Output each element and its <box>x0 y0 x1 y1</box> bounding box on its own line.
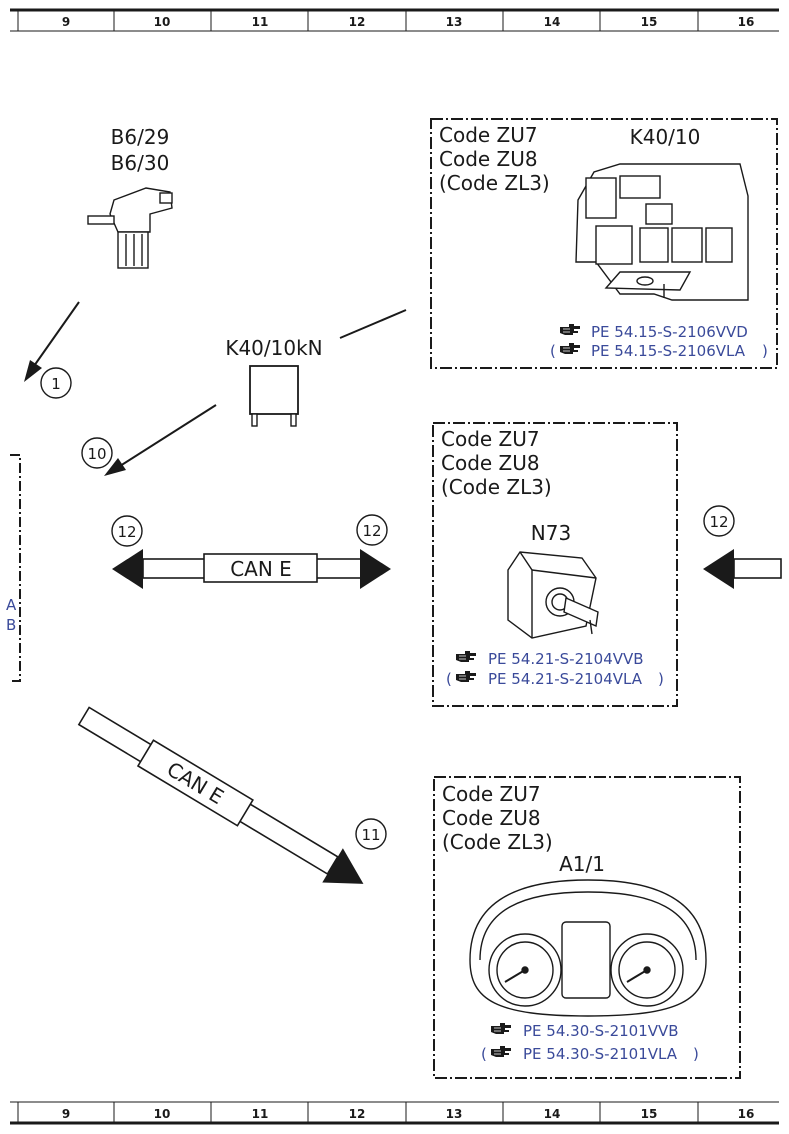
k40-10-code-1: Code ZU7 <box>439 123 538 147</box>
wire-to-connector-10 <box>104 404 217 476</box>
can-e-bus-diagonal: CAN E <box>77 706 364 884</box>
pointing-hand-icon <box>455 670 477 683</box>
a1-1-code-3: (Code ZL3) <box>442 830 553 854</box>
ruler-bottom-col-12: 12 <box>349 1107 366 1121</box>
connector-11-label: 11 <box>361 826 380 844</box>
sensor-icon <box>87 187 173 269</box>
k40-10-ref-2-text: PE 54.15-S-2106VLA <box>591 342 746 360</box>
ignition-switch-icon <box>507 551 599 639</box>
a1-1-label: A1/1 <box>559 852 605 876</box>
ruler-top-col-12: 12 <box>349 15 366 29</box>
k40-10-code-2: Code ZU8 <box>439 147 538 171</box>
wire-to-connector-1 <box>24 301 80 382</box>
relay-icon <box>249 365 299 415</box>
k40-10-ref-2-paren-close: ) <box>762 342 768 360</box>
k40-10-ref-2: ( PE 54.15-S-2106VLA ) <box>550 342 768 360</box>
a1-1-code-2: Code ZU8 <box>442 806 541 830</box>
fuse-box-icon <box>575 163 749 301</box>
k40-10-ref-1: PE 54.15-S-2106VVD <box>559 323 748 341</box>
left-edge-fragment-a: A <box>6 596 17 614</box>
camshaft-sensor-b6: B6/29 B6/30 <box>87 125 173 269</box>
n73-label: N73 <box>531 521 571 545</box>
instrument-cluster-icon <box>469 879 707 1017</box>
connector-10: 10 <box>81 437 113 469</box>
relay-k40-10kn: K40/10kN <box>225 309 407 427</box>
a1-1-ref-1-text: PE 54.30-S-2101VVB <box>523 1022 679 1040</box>
a1-1-ref-1: PE 54.30-S-2101VVB <box>490 1022 679 1040</box>
bus-arrow-diagonal <box>322 848 364 884</box>
bus-arrow-right-stub <box>703 549 734 589</box>
n73-code-1: Code ZU7 <box>441 427 540 451</box>
n73-ref-1-text: PE 54.21-S-2104VVB <box>488 650 644 668</box>
k40-10-label: K40/10 <box>630 125 701 149</box>
k40-10-ref-1-text: PE 54.15-S-2106VVD <box>591 323 748 341</box>
connector-11: 11 <box>355 818 387 850</box>
a1-1-ref-2: ( PE 54.30-S-2101VLA ) <box>481 1045 699 1063</box>
ruler-bottom-col-10: 10 <box>154 1107 171 1121</box>
n73-code-2: Code ZU8 <box>441 451 540 475</box>
can-e-label: CAN E <box>230 557 292 581</box>
a1-1-ref-2-text: PE 54.30-S-2101VLA <box>523 1045 678 1063</box>
n73-box: Code ZU7 Code ZU8 (Code ZL3) N73 PE 54.2… <box>432 422 678 707</box>
pointing-hand-icon <box>455 650 477 663</box>
bus-arrow-right <box>360 549 391 589</box>
ruler-bottom-col-14: 14 <box>544 1107 561 1121</box>
n73-ref-2: ( PE 54.21-S-2104VLA ) <box>446 670 664 688</box>
ruler-bottom-col-16: 16 <box>738 1107 755 1121</box>
n73-code-3: (Code ZL3) <box>441 475 552 499</box>
a1-1-ref-2-paren-close: ) <box>693 1045 699 1063</box>
ruler-top-col-9: 9 <box>62 15 70 29</box>
pointing-hand-icon <box>490 1022 512 1035</box>
n73-ref-1: PE 54.21-S-2104VVB <box>455 650 644 668</box>
b6-label-line1: B6/29 <box>111 125 170 149</box>
k40-10-ref-2-paren-open: ( <box>550 342 556 360</box>
a1-1-box: Code ZU7 Code ZU8 (Code ZL3) A1/1 PE 54.… <box>433 776 741 1079</box>
connector-12-right-label: 12 <box>709 513 728 531</box>
ruler-top-col-15: 15 <box>641 15 658 29</box>
bottom-ruler: 9 10 11 12 13 14 15 16 <box>10 1101 779 1125</box>
ruler-top-col-11: 11 <box>252 15 269 29</box>
connector-12-mid-label: 12 <box>362 522 381 540</box>
connector-1-label: 1 <box>51 375 61 393</box>
ruler-bottom-col-11: 11 <box>252 1107 269 1121</box>
left-partial-box: A B <box>6 454 21 682</box>
pointing-hand-icon <box>559 323 581 336</box>
ruler-bottom-col-15: 15 <box>641 1107 658 1121</box>
ruler-top-col-16: 16 <box>738 15 755 29</box>
n73-ref-2-paren-close: ) <box>658 670 664 688</box>
can-e-bus-horizontal: CAN E <box>112 549 391 589</box>
b6-label-line2: B6/30 <box>111 151 170 175</box>
connector-12-right: 12 <box>703 505 735 537</box>
n73-ref-2-paren-open: ( <box>446 670 452 688</box>
bus-arrow-left <box>112 549 143 589</box>
ruler-bottom-col-13: 13 <box>446 1107 463 1121</box>
connector-12-left-label: 12 <box>117 523 136 541</box>
left-edge-fragment-b: B <box>6 616 16 634</box>
k40-10-box: Code ZU7 Code ZU8 (Code ZL3) K40/10 PE 5… <box>430 118 778 369</box>
n73-ref-2-text: PE 54.21-S-2104VLA <box>488 670 643 688</box>
pointing-hand-icon <box>559 342 581 355</box>
a1-1-ref-2-paren-open: ( <box>481 1045 487 1063</box>
connector-1: 1 <box>40 367 72 399</box>
can-e-bus-right-stub <box>703 549 782 589</box>
connector-12-left: 12 <box>111 515 143 547</box>
pointing-hand-icon <box>490 1045 512 1058</box>
ruler-top-col-14: 14 <box>544 15 561 29</box>
k40-10kn-label: K40/10kN <box>225 336 322 360</box>
connector-10-label: 10 <box>87 445 106 463</box>
a1-1-code-1: Code ZU7 <box>442 782 541 806</box>
ruler-top-col-13: 13 <box>446 15 463 29</box>
connector-12-mid: 12 <box>356 514 388 546</box>
top-ruler: 9 10 11 12 13 14 15 16 <box>10 8 779 32</box>
ruler-bottom-col-9: 9 <box>62 1107 70 1121</box>
k40-10-code-3: (Code ZL3) <box>439 171 550 195</box>
ruler-top-col-10: 10 <box>154 15 171 29</box>
